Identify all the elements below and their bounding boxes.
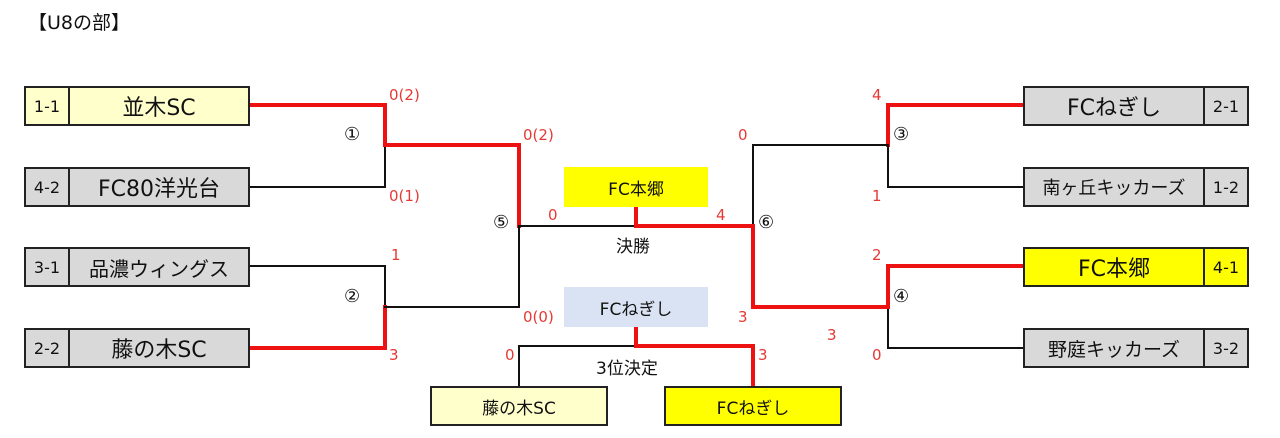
line-m3-top [886, 103, 1026, 147]
team-record: 2-1 [1203, 86, 1249, 126]
team-name-box: FC本郷 [1023, 247, 1205, 287]
team-record: 1-1 [24, 86, 70, 126]
line-m3-bottom [887, 144, 1025, 188]
final-label: 決勝 [616, 237, 650, 257]
final-winner: FC本郷 [564, 167, 708, 207]
match-number-6: ⑥ [758, 212, 775, 233]
line-m1-bottom [247, 144, 386, 188]
team-name-box: 並木SC [68, 86, 250, 126]
score-m1-bottom: 0(1) [389, 187, 420, 205]
line-m6-bottom [751, 224, 890, 309]
line-m2-bottom [246, 305, 387, 350]
team-record: 2-2 [24, 328, 70, 368]
team-name-box: 野庭キッカーズ [1023, 328, 1205, 368]
line-m5-bottom [384, 225, 520, 308]
third-place-label: 3位決定 [596, 359, 658, 379]
line-m5-top [383, 143, 521, 228]
score-m6-top: 0 [738, 126, 748, 144]
score-final-right: 4 [716, 206, 726, 224]
match-number-5: ⑤ [493, 212, 510, 233]
score-m3-bottom: 1 [872, 187, 882, 205]
line-final-right [634, 206, 755, 228]
line-third-left [518, 345, 637, 386]
team-name-box: 品濃ウィングス [68, 247, 250, 287]
score-m2-bottom: 3 [389, 346, 399, 364]
third-place-left-team: 藤の木SC [430, 386, 608, 426]
score-m4-extra: 3 [827, 326, 837, 344]
score-third-left: 0 [505, 346, 515, 364]
team-name-box: 藤の木SC [68, 328, 250, 368]
line-m4-bottom [887, 306, 1025, 349]
score-m2-top: 1 [391, 246, 401, 264]
match-number-1: ① [344, 124, 361, 145]
team-name-box: FCねぎし [1023, 86, 1205, 126]
line-m4-top [886, 264, 1026, 309]
score-third-right: 3 [758, 346, 768, 364]
match-number-2: ② [344, 286, 361, 307]
score-m6-bottom: 3 [738, 308, 748, 326]
third-place-right-team: FCねぎし [664, 386, 842, 426]
line-m1-top [246, 103, 387, 147]
team-record: 4-1 [1203, 247, 1249, 287]
third-place-winner: FCねぎし [564, 287, 708, 327]
score-final-left: 0 [548, 206, 558, 224]
match-number-4: ④ [893, 286, 910, 307]
score-m3-top: 4 [872, 86, 882, 104]
team-record: 3-2 [1203, 328, 1249, 368]
team-record: 3-1 [24, 247, 70, 287]
score-m5-bottom: 0(0) [523, 308, 554, 326]
line-third-right [634, 326, 755, 387]
page-title: 【U8の部】 [28, 12, 130, 34]
team-record: 1-2 [1203, 167, 1249, 207]
team-name-box: FC80洋光台 [68, 167, 250, 207]
line-m6-top [752, 144, 889, 227]
team-record: 4-2 [24, 167, 70, 207]
line-m2-top [247, 265, 386, 308]
score-m1-top: 0(2) [389, 86, 420, 104]
score-m4-top: 2 [872, 246, 882, 264]
team-name-box: 南ヶ丘キッカーズ [1023, 167, 1205, 207]
match-number-3: ③ [893, 124, 910, 145]
score-m5-top: 0(2) [523, 126, 554, 144]
score-m4-bottom: 0 [872, 346, 882, 364]
